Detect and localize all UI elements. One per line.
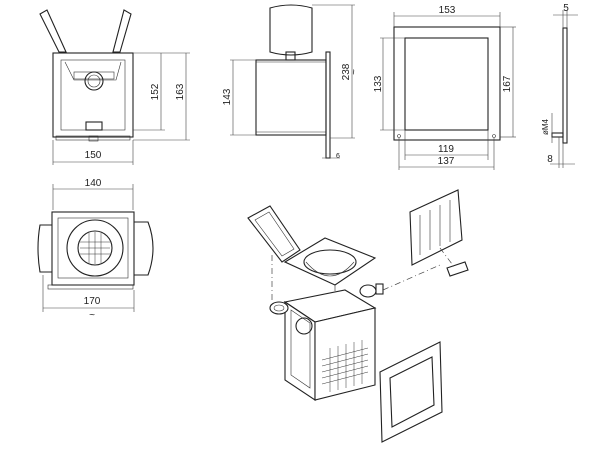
front-view: 150 152 163 [39, 9, 190, 165]
bolt [551, 132, 564, 138]
dim-bolt-length: 8 [547, 154, 553, 165]
side-plate [325, 51, 331, 159]
top-housing [51, 211, 135, 286]
side-housing [255, 59, 327, 136]
frame-view: 153 133 167 119 137 [373, 5, 516, 170]
dim-frame-window-width: 119 [438, 144, 454, 155]
dim-top-width: 140 [85, 178, 102, 189]
dim-side-plate: 6 [336, 153, 340, 160]
plate-edge [562, 27, 568, 144]
front-knob [85, 121, 103, 131]
top-view: 140 170 ~ [37, 178, 154, 321]
dim-frame-width: 153 [439, 5, 456, 16]
left-handle [39, 9, 67, 53]
dim-frame-hole-spacing: 137 [438, 156, 455, 167]
dim-side-body-height: 143 [222, 88, 233, 105]
dim-plate-thickness: 5 [563, 3, 569, 14]
front-housing [52, 52, 134, 138]
lid-panel [247, 205, 301, 263]
hopper-top [269, 4, 313, 56]
dim-side-total-height: 238 [341, 63, 352, 80]
ring-part [269, 301, 289, 315]
dim-bolt-thread: øM4 [541, 118, 550, 135]
top-grill [77, 230, 113, 266]
box-grate [321, 340, 369, 392]
knob-part [359, 284, 377, 298]
dim-front-height: 163 [175, 83, 186, 100]
front-frame [379, 341, 443, 443]
dim-top-approx: ~ [89, 310, 95, 321]
back-plate [409, 189, 463, 266]
funnel [303, 249, 357, 275]
dim-side-approx: ~ [349, 69, 360, 75]
dim-frame-height: 167 [502, 75, 513, 92]
dim-front-width: 150 [85, 150, 102, 161]
funnel-plate [283, 237, 377, 286]
dim-top-length: 170 [84, 296, 101, 307]
side-view: 143 238 ~ 6 [222, 4, 360, 160]
plate-side-view: 5 øM4 8 [541, 3, 578, 168]
frame-outer [393, 26, 501, 141]
frame-window [404, 37, 489, 131]
dim-front-inner-height: 152 [150, 83, 161, 100]
outlet-circle [84, 71, 104, 91]
clamp-part [446, 261, 469, 277]
right-handle [112, 9, 132, 53]
dim-frame-window-height: 133 [373, 75, 384, 92]
top-grill-outer [66, 219, 124, 277]
exploded-view [247, 189, 469, 443]
